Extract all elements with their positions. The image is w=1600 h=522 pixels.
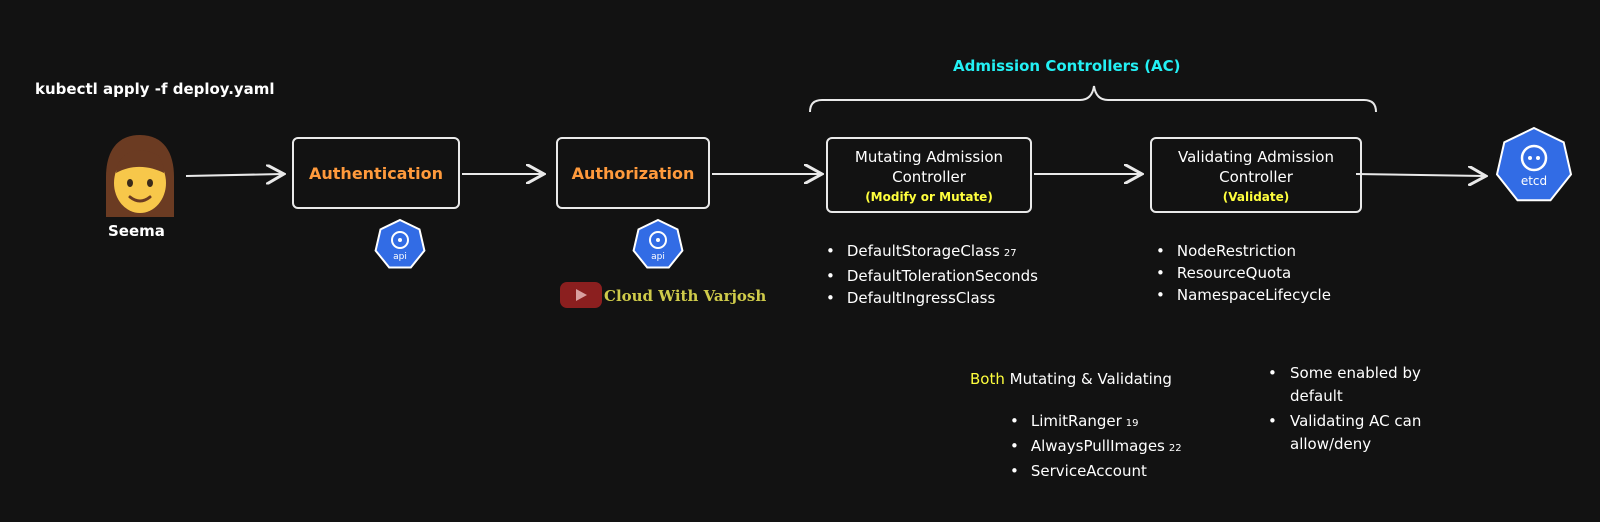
- both-heading: Both Mutating & Validating: [970, 370, 1172, 388]
- api-badge-label: api: [651, 252, 665, 262]
- kubernetes-api-icon: [632, 218, 684, 269]
- channel-name: Cloud With Varjosh: [604, 287, 767, 305]
- list-item: NodeRestriction: [1156, 240, 1331, 262]
- etcd-label: etcd: [1520, 174, 1548, 188]
- validating-title-line2: Controller: [1219, 167, 1293, 186]
- note-item: Some enabled by default: [1266, 362, 1466, 408]
- woman-face-icon: [100, 133, 180, 217]
- validating-title-line1: Validating Admission: [1178, 147, 1334, 166]
- validating-admission-controller: Validating Admission Controller (Validat…: [1150, 137, 1362, 213]
- list-item: ResourceQuota: [1156, 262, 1331, 284]
- note-item: Validating AC can allow/deny: [1266, 410, 1466, 456]
- validating-controllers-list: NodeRestriction ResourceQuota NamespaceL…: [1156, 240, 1331, 306]
- validating-subtitle: (Validate): [1222, 189, 1290, 204]
- admission-controllers-title: Admission Controllers (AC): [953, 57, 1181, 75]
- list-item: DefaultIngressClass: [826, 287, 1038, 309]
- youtube-icon: [560, 282, 602, 308]
- notes: Some enabled by default Validating AC ca…: [1266, 362, 1466, 458]
- mutating-subtitle: (Modify or Mutate): [865, 189, 993, 204]
- api-badge-label: api: [393, 252, 407, 262]
- both-rest: Mutating & Validating: [1004, 370, 1172, 388]
- mutating-title-line1: Mutating Admission: [854, 147, 1004, 166]
- both-highlight: Both: [970, 370, 1005, 388]
- authorization-stage: Authorization: [556, 137, 710, 209]
- kubernetes-api-icon: [374, 218, 426, 269]
- etcd-icon: [1495, 126, 1573, 202]
- authentication-stage: Authentication: [292, 137, 460, 209]
- list-item: NamespaceLifecycle: [1156, 284, 1331, 306]
- list-item: ServiceAccount: [1010, 460, 1182, 482]
- admission-brace: [809, 85, 1377, 113]
- mutating-title-line2: Controller: [892, 167, 966, 186]
- list-item: DefaultTolerationSeconds: [826, 265, 1038, 287]
- user-name: Seema: [108, 222, 165, 240]
- arrow-user-to-authn: [185, 174, 282, 176]
- arrow-validating-to-etcd: [1355, 174, 1484, 176]
- authentication-label: Authentication: [309, 163, 443, 183]
- mutating-admission-controller: Mutating Admission Controller (Modify or…: [826, 137, 1032, 213]
- authorization-label: Authorization: [571, 163, 695, 183]
- kubectl-command: kubectl apply -f deploy.yaml: [35, 80, 275, 98]
